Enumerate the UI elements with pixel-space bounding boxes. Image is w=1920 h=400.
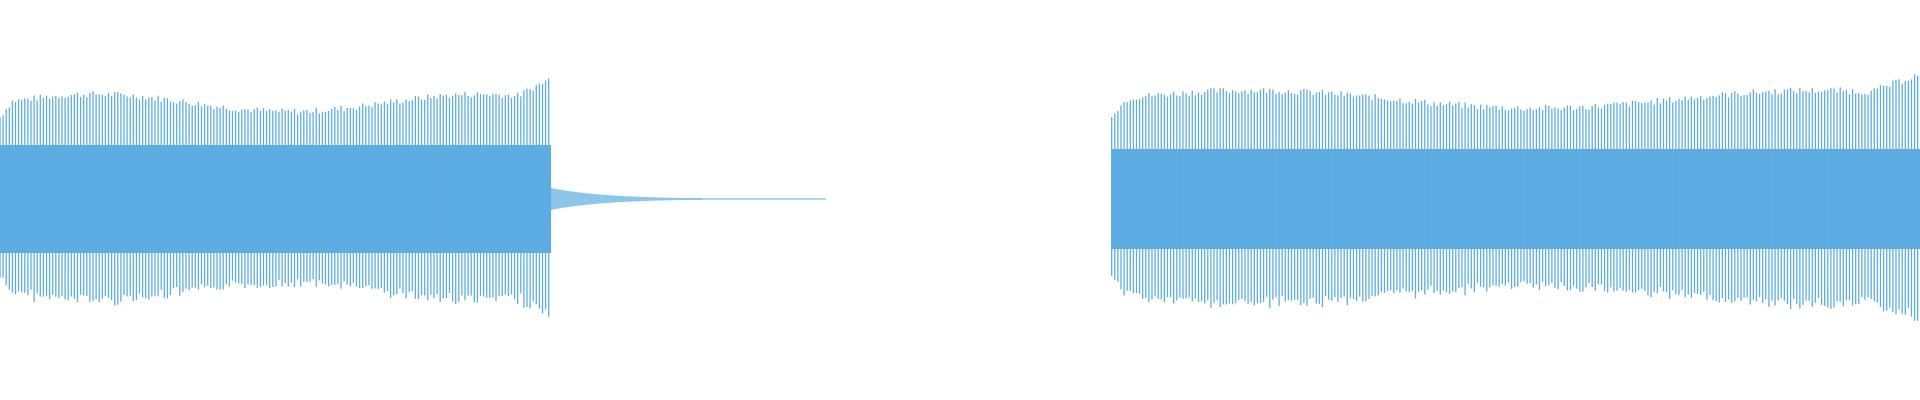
- waveform-segment-clip-1: [0, 78, 552, 317]
- waveform-segment-decay-tail: [550, 188, 826, 210]
- waveform-body: [1111, 149, 1920, 249]
- waveform-segment-clip-2: [1111, 74, 1920, 321]
